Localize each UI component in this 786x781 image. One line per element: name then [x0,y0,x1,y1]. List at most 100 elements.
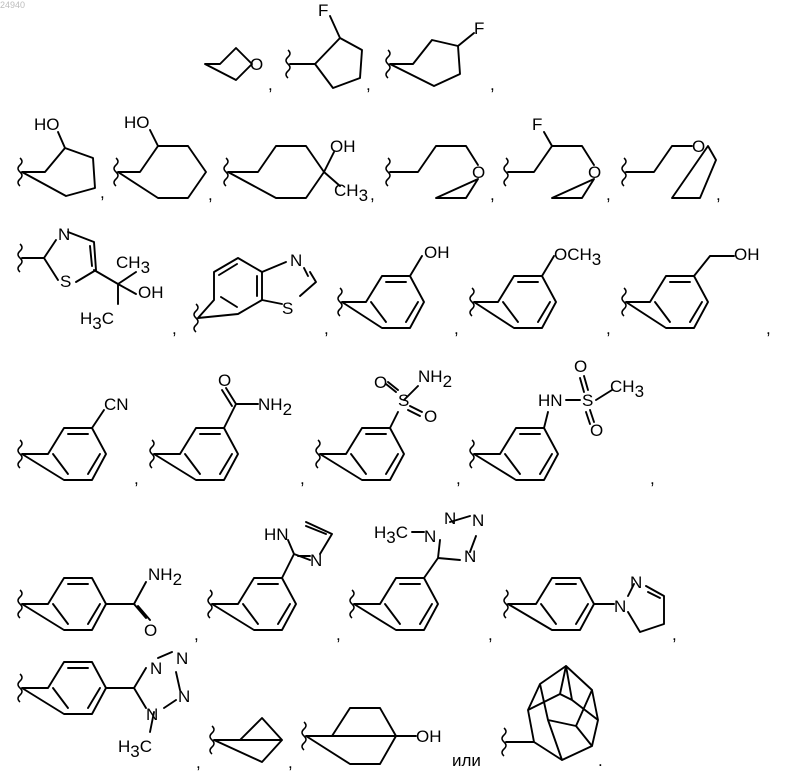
structure-3-imidazolylphenyl: HN N [208,522,332,630]
separator: , [268,75,273,94]
atom-label: H3C [374,523,408,547]
connector-word: или [452,751,481,770]
separator: , [490,185,495,204]
structure-4-pyrazolylphenyl: N N [504,573,664,632]
atom-label: OH [416,727,442,746]
structure-4-carbamoylphenyl: NH2 O [18,565,182,640]
atom-label: N [614,597,626,616]
atom-label: O [144,621,157,640]
atom-label: OH [424,243,450,262]
atom-label: O [692,137,705,156]
separator: , [716,185,721,204]
separator: , [606,185,611,204]
atom-label: H3C [80,309,114,333]
separator: , [336,625,341,644]
atom-label: N [176,649,188,668]
atom-label: NH2 [148,565,182,589]
separator: , [196,753,201,772]
atom-label: F [474,19,484,38]
structure-4-hydroxybicyclooctyl: OH [302,708,442,764]
structure-3-methoxyphenyl: OCH3 [470,245,601,328]
atom-label: H3C [118,737,152,761]
separator: , [488,625,493,644]
structure-3-methanesulfonamidophenyl: HN S O O CH3 [470,357,644,480]
separator: , [100,183,105,202]
atom-label: OH [138,283,164,302]
separator: , [672,625,677,644]
atom-label: O [250,55,263,74]
atom-label: S [398,391,409,410]
atom-label: S [282,299,293,318]
separator: , [456,469,461,488]
separator: , [134,469,139,488]
structure-3-hydroxyphenyl: OH [338,243,450,328]
atom-label: HO [34,115,60,134]
separator: , [606,319,611,338]
structure-4-methyltetrazolylphenyl: N N N N H3C [18,649,190,761]
atom-label: N [58,225,70,244]
separator: , [300,469,305,488]
separator: , [650,469,655,488]
atom-label: HN [264,525,289,544]
structure-2-hydroxycyclohexyl: HO [114,113,206,198]
atom-label: O [590,421,603,440]
atom-label: O [424,407,437,426]
structure-3-fluorocyclopentyl: F [386,19,484,86]
atom-label: N [178,687,190,706]
separator: , [288,753,293,772]
separator: , [324,319,329,338]
structure-tetrahydropyran-4-yl: O [386,146,485,198]
structure-3-cyanophenyl: CN [18,395,129,480]
structure-bicyclopentyl [210,718,282,762]
separator: , [366,75,371,94]
structure-3-sulfamoylphenyl: S O O NH2 [316,367,452,480]
structure-4-hydroxy-4-methylcyclohexyl: OH CH3 [224,137,368,205]
atom-label: HO [124,113,150,132]
structure-2-hydroxycyclopentyl: HO [18,115,95,196]
atom-label: NH2 [258,395,292,419]
atom-label: S [60,272,71,291]
atom-label: CN [104,395,129,414]
atom-label: N [630,573,642,592]
atom-label: O [374,373,387,392]
atom-label: O [218,371,231,390]
separator: , [370,185,375,204]
atom-label: CH3 [334,181,368,205]
atom-label: N [464,547,476,566]
structure-oxetanyl: O [205,48,263,80]
atom-label: OCH3 [554,245,601,269]
separator: , [766,319,771,338]
separator: , [454,319,459,338]
atom-label: N [146,705,158,724]
structure-3-hydroxymethylphenyl: OH [622,245,760,328]
separator: , [194,625,199,644]
separator: , [172,319,177,338]
structure-adamantyl [502,666,598,760]
atom-label: S [582,391,593,410]
structure-2-fluorocyclopentyl: F [286,1,362,88]
atom-label: CH3 [610,377,644,401]
atom-label: N [472,511,484,530]
atom-label: F [532,115,542,134]
atom-label: HN [538,391,563,410]
atom-label: OH [330,137,356,156]
atom-label: NH2 [418,367,452,391]
separator: , [490,75,495,94]
atom-label: O [472,163,485,182]
atom-label: OH [734,245,760,264]
structure-3-fluorotetrahydropyran-4-yl: F O [504,115,601,198]
structure-thiazolyl-hydroxypropyl: N S CH3 OH H3C [18,225,164,333]
atom-label: N [290,251,302,270]
atom-label: F [318,1,328,20]
structure-3-methyltetrazolylphenyl: H3C N N N N [350,509,484,630]
final-mark: . [598,751,603,770]
separator: , [208,185,213,204]
atom-label: N [424,527,436,546]
structure-3-carbamoylphenyl: O NH2 [150,371,292,480]
atom-label: O [574,357,587,376]
atom-label: N [444,509,456,528]
structure-benzothiazol-6-yl: N S [194,251,316,332]
atom-label: N [150,659,162,678]
atom-label: O [588,163,601,182]
